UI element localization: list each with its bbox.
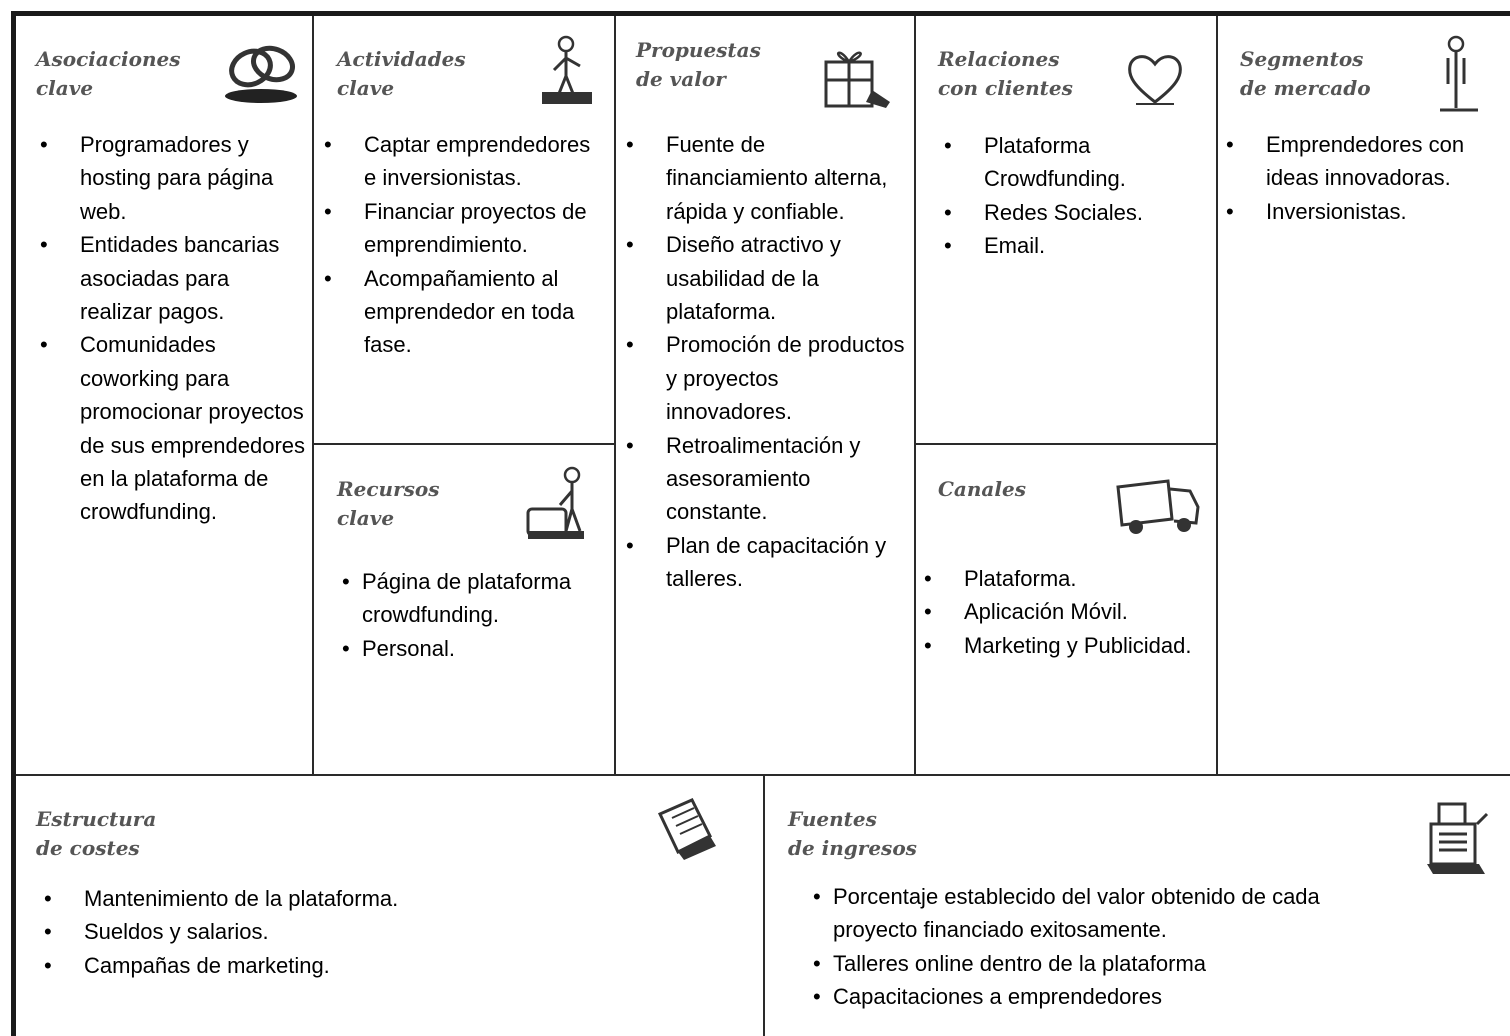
key-resources-list: Página de plataforma crowdfunding. Perso… — [340, 565, 600, 666]
list-item: Mantenimiento de la plataforma. — [40, 882, 740, 916]
channels-list: Plataforma. Aplicación Móvil. Marketing … — [920, 562, 1210, 663]
key-partners-list: Programadores y hosting para página web.… — [36, 128, 306, 529]
customer-segments-title: Segmentos de mercado — [1240, 47, 1371, 100]
cost-structure-block: Estructura de costes Mantenimiento de la… — [16, 776, 763, 1036]
list-item: Retroalimentación y asesoramiento consta… — [622, 429, 906, 529]
key-partners-title: Asociaciones clave — [36, 47, 181, 100]
key-resources-title: Recursos clave — [337, 477, 440, 530]
customer-segments-list: Emprendedores con ideas innovadoras. Inv… — [1222, 128, 1506, 229]
person-with-machine-icon — [524, 465, 596, 545]
divider — [312, 443, 616, 445]
list-item: Financiar proyectos de emprendimiento. — [320, 195, 606, 262]
list-item: Acompañamiento al emprendedor en toda fa… — [320, 262, 606, 362]
revenue-streams-title: Fuentes de ingresos — [788, 807, 917, 860]
key-resources-block: Recursos clave Página de plataforma crow… — [314, 445, 614, 774]
list-item: Entidades bancarias asociadas para reali… — [36, 228, 306, 328]
customer-relationships-list: Plataforma Crowdfunding. Redes Sociales.… — [940, 129, 1210, 263]
value-propositions-list: Fuente de financiamiento alterna, rápida… — [622, 128, 906, 596]
key-activities-list: Captar emprendedores e inversionistas. F… — [320, 128, 606, 362]
cost-structure-list: Mantenimiento de la plataforma. Sueldos … — [40, 882, 740, 983]
list-item: Aplicación Móvil. — [920, 595, 1210, 629]
list-item: Inversionistas. — [1222, 195, 1506, 229]
list-item: Página de plataforma crowdfunding. — [340, 565, 600, 632]
divider — [763, 774, 765, 1036]
list-item: Plataforma Crowdfunding. — [940, 129, 1210, 196]
list-item: Diseño atractivo y usabilidad de la plat… — [622, 228, 906, 328]
receipt-icon — [648, 794, 728, 864]
list-item: Email. — [940, 229, 1210, 263]
value-propositions-block: Propuestas de valor Fuente de financiami… — [616, 16, 914, 774]
list-item: Fuente de financiamiento alterna, rápida… — [622, 128, 906, 228]
list-item: Plan de capacitación y talleres. — [622, 529, 906, 596]
value-propositions-title: Propuestas de valor — [636, 38, 761, 91]
list-item: Emprendedores con ideas innovadoras. — [1222, 128, 1506, 195]
list-item: Promoción de productos y proyectos innov… — [622, 328, 906, 428]
list-item: Talleres online dentro de la plataforma — [811, 947, 1371, 981]
list-item: Porcentaje establecido del valor obtenid… — [811, 880, 1371, 947]
divider — [312, 16, 314, 776]
canvas-frame — [11, 11, 1510, 1036]
revenue-streams-block: Fuentes de ingresos Porcentaje estableci… — [765, 776, 1510, 1036]
list-item: Captar emprendedores e inversionistas. — [320, 128, 606, 195]
customer-relationships-title: Relaciones con clientes — [938, 47, 1073, 100]
list-item: Comunidades coworking para promocionar p… — [36, 328, 306, 528]
divider — [1216, 16, 1218, 776]
list-item: Sueldos y salarios. — [40, 915, 740, 949]
standing-person-icon — [1434, 34, 1484, 114]
list-item: Plataforma. — [920, 562, 1210, 596]
channels-block: Canales Plataforma. Aplicación Móvil. Ma… — [916, 445, 1216, 774]
list-item: Campañas de marketing. — [40, 949, 740, 983]
channels-title: Canales — [938, 477, 1026, 501]
key-activities-block: Actividades clave Captar emprendedores e… — [314, 16, 614, 443]
key-activities-title: Actividades clave — [337, 47, 466, 100]
worker-icon — [536, 34, 598, 109]
divider — [614, 16, 616, 776]
cash-register-icon — [1417, 794, 1493, 878]
cost-structure-title: Estructura de costes — [36, 807, 157, 860]
list-item: Redes Sociales. — [940, 196, 1210, 230]
truck-icon — [1112, 473, 1202, 539]
divider — [914, 443, 1218, 445]
list-item: Personal. — [340, 632, 600, 666]
list-item: Marketing y Publicidad. — [920, 629, 1210, 663]
customer-segments-block: Segmentos de mercado Emprendedores con i… — [1218, 16, 1510, 774]
divider — [914, 16, 916, 776]
list-item: Capacitaciones a emprendedores — [811, 980, 1371, 1014]
gift-icon — [816, 40, 894, 114]
customer-relationships-block: Relaciones con clientes Plataforma Crowd… — [916, 16, 1216, 443]
key-partners-block: Asociaciones clave Programadores y hosti… — [16, 16, 312, 774]
heart-icon — [1124, 50, 1186, 108]
revenue-streams-list: Porcentaje establecido del valor obtenid… — [811, 880, 1371, 1014]
chain-links-icon — [221, 36, 301, 106]
list-item: Programadores y hosting para página web. — [36, 128, 306, 228]
